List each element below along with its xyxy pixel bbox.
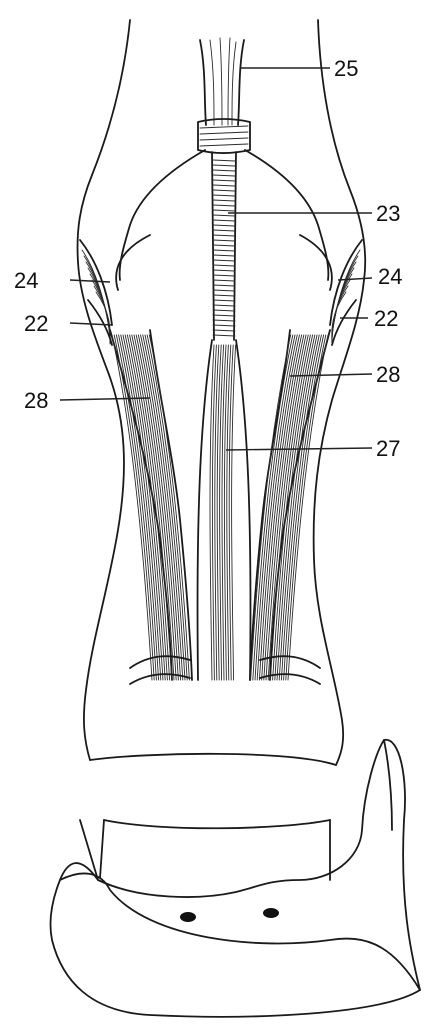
label-28-right: 28	[376, 362, 400, 387]
tendon-23	[212, 152, 236, 340]
label-22-left: 22	[24, 311, 48, 336]
label-24-right: 24	[378, 264, 402, 289]
tendon-25	[198, 38, 250, 153]
phalanx-base	[50, 740, 420, 1017]
label-22-right: 22	[374, 306, 398, 331]
label-27: 27	[376, 436, 400, 461]
label-25: 25	[334, 56, 358, 81]
label-28-left: 28	[24, 388, 48, 413]
label-24-left: 24	[14, 268, 38, 293]
label-23: 23	[376, 201, 400, 226]
leader-lines	[60, 68, 372, 450]
